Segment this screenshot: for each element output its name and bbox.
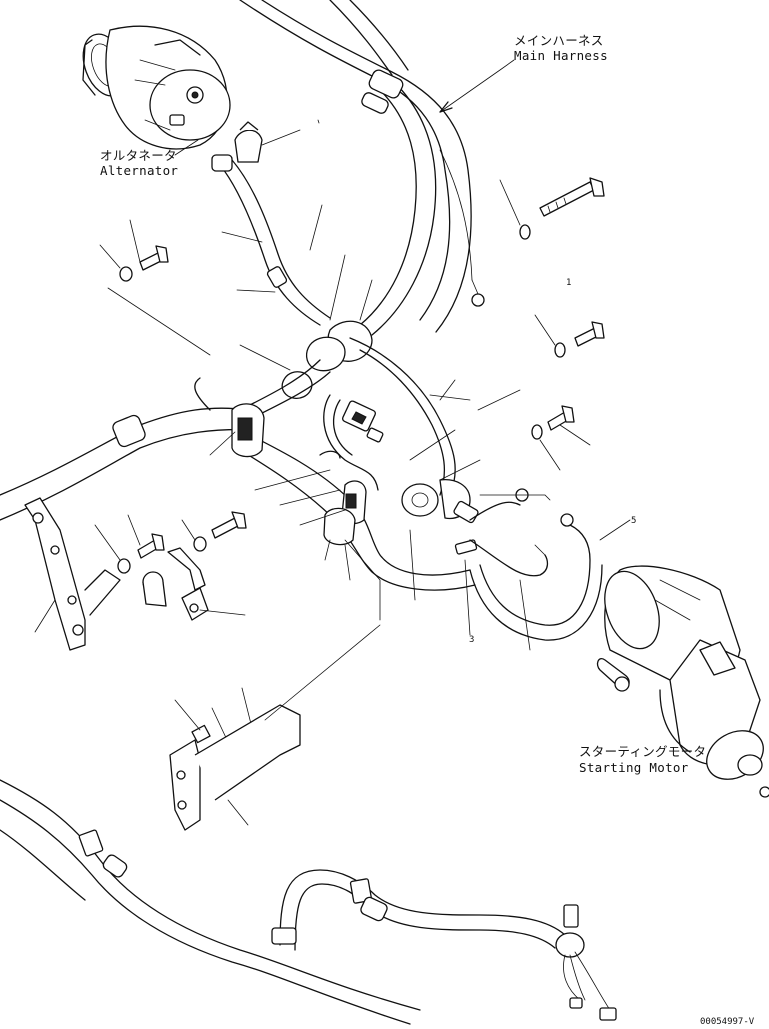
- main-harness-label-en: Main Harness: [514, 48, 608, 63]
- starter-grommets: [401, 479, 479, 555]
- bolt-lower-left-1: [94, 514, 165, 574]
- main-harness-label-jp: メインハーネス: [514, 33, 604, 48]
- starter-cables: [469, 488, 603, 641]
- starting-motor-label-jp: スターティングモータ: [579, 744, 706, 759]
- left-bracket: [24, 497, 121, 651]
- leader-lines: [107, 204, 631, 721]
- main-harness-leader: メインハーネス Main Harness: [439, 33, 608, 113]
- main-harness: [239, 0, 485, 336]
- bolt-upper-right-long: [499, 177, 605, 240]
- lower-harness-run: [231, 403, 476, 591]
- bolt-upper-left: [99, 219, 169, 282]
- starting-motor-label-en: Starting Motor: [579, 760, 689, 775]
- spacer-sleeve: [142, 571, 167, 607]
- alternator-label-jp: オルタネータ: [100, 148, 177, 163]
- lower-harness: [0, 779, 617, 1025]
- connector-assembly: [319, 394, 384, 491]
- bolt-right-lower: [531, 405, 591, 471]
- bolt-right-mid: [534, 314, 605, 358]
- starting-motor: [596, 565, 769, 798]
- alternator-label-en: Alternator: [100, 163, 178, 178]
- lower-bracket: [169, 699, 301, 831]
- alternator: [82, 25, 231, 150]
- callouts: 1 3 5: [469, 278, 636, 645]
- alternator-leader: オルタネータ Alternator: [100, 119, 320, 178]
- callout-5: 5: [631, 516, 636, 526]
- callout-3: 3: [469, 635, 474, 645]
- callout-1: 1: [566, 278, 571, 288]
- alternator-wires: [211, 121, 331, 326]
- small-clip-bracket: [167, 547, 246, 621]
- bolt-lower-left-2: [181, 511, 247, 552]
- drawing-number: 00054997-V: [700, 1017, 755, 1027]
- left-harness-branch: [0, 377, 261, 521]
- starting-motor-label: スターティングモータ Starting Motor: [579, 744, 706, 775]
